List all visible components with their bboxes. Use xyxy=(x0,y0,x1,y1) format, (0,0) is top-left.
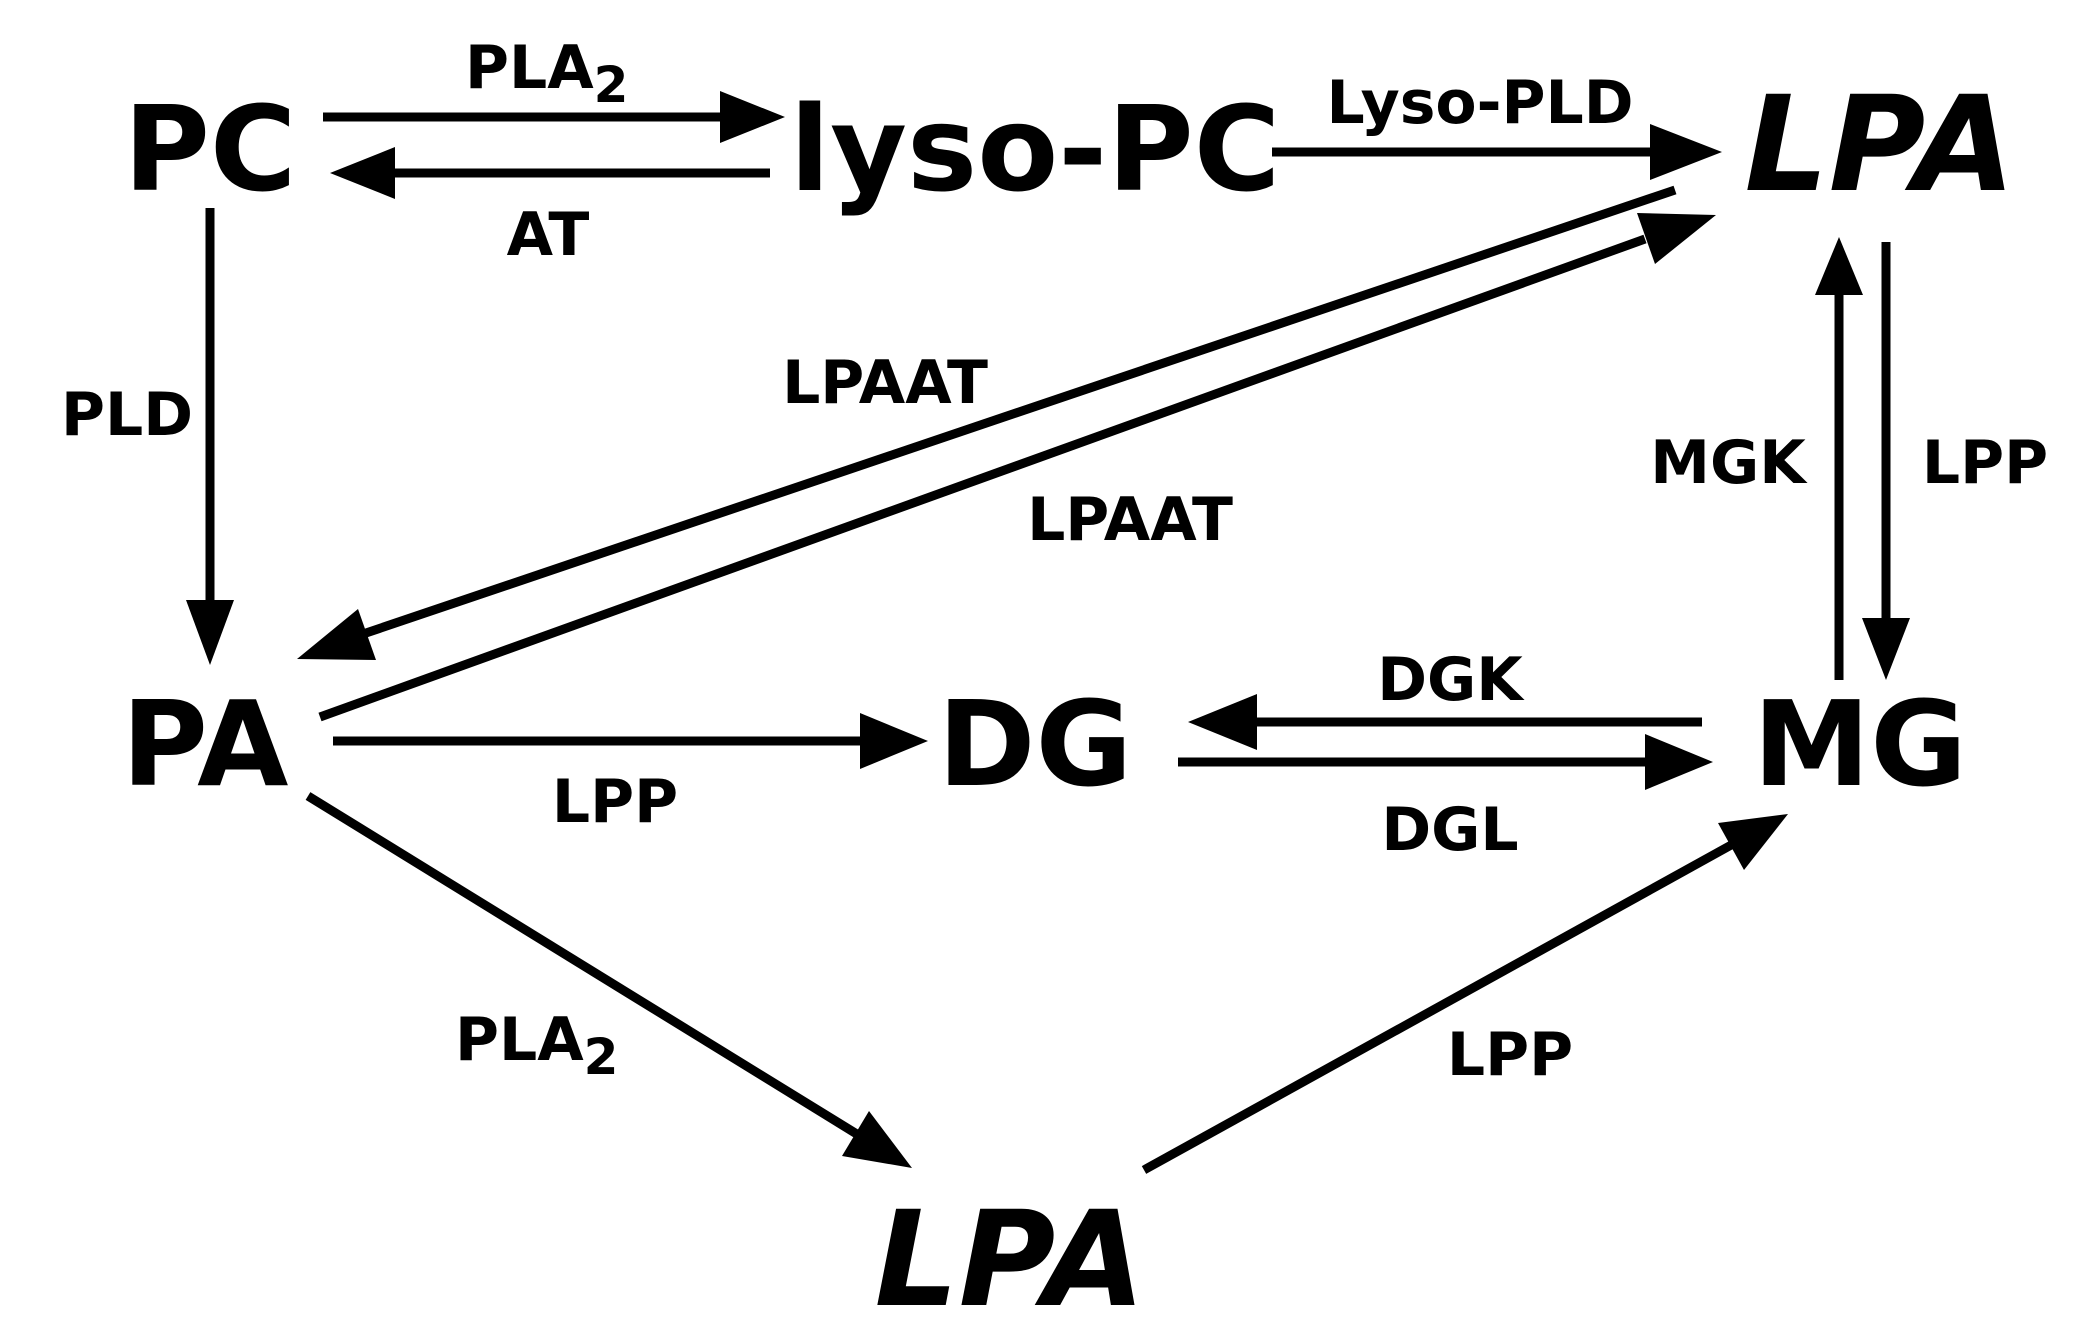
arrow-pa-to-dg xyxy=(333,713,928,769)
enzyme-lpp-middle: LPP xyxy=(552,767,678,837)
enzyme-dgk: DGK xyxy=(1377,645,1525,715)
enzyme-at: AT xyxy=(507,200,590,270)
enzyme-mgk: MGK xyxy=(1650,428,1808,498)
node-mg: MG xyxy=(1753,675,1967,813)
arrow-lyso-pc-to-lpa xyxy=(1272,124,1722,180)
node-dg: DG xyxy=(938,675,1133,813)
enzyme-lyso-pld: Lyso-PLD xyxy=(1326,68,1633,138)
arrow-lpa-bottom-to-mg xyxy=(1141,814,1788,1174)
arrow-pa-to-lpa-top xyxy=(318,213,1716,722)
enzyme-lpaat-upper: LPAAT xyxy=(782,348,988,418)
arrow-mg-to-lpa-top xyxy=(1815,237,1863,680)
enzyme-pla2-top-main: PLA xyxy=(465,33,594,103)
arrow-lpa-top-to-pa xyxy=(297,185,1677,660)
enzyme-lpp-right: LPP xyxy=(1922,428,2048,498)
enzyme-pla2-bottom-sub: 2 xyxy=(584,1028,619,1086)
enzyme-dgl: DGL xyxy=(1381,795,1518,865)
enzyme-pla2-bottom-main: PLA xyxy=(455,1005,584,1075)
node-lpa-top: LPA xyxy=(1745,68,2016,222)
arrow-lpa-top-to-mg xyxy=(1862,242,1910,680)
enzyme-pla2-top-sub: 2 xyxy=(594,56,629,114)
arrow-pc-to-pa xyxy=(186,208,234,665)
arrow-lyso-pc-to-pc xyxy=(330,147,770,199)
node-pa: PA xyxy=(122,675,289,813)
node-pc: PC xyxy=(123,80,296,218)
arrow-pc-to-lyso-pc xyxy=(323,91,785,143)
arrow-pa-to-lpa-bottom xyxy=(305,792,912,1168)
enzyme-pld: PLD xyxy=(61,380,193,450)
enzyme-lpaat-lower: LPAAT xyxy=(1027,485,1233,555)
enzyme-lpp-bottom: LPP xyxy=(1447,1020,1573,1090)
enzyme-pla2-top: PLA2 xyxy=(465,33,628,114)
arrow-mg-to-dg xyxy=(1188,694,1702,750)
arrow-dg-to-mg xyxy=(1178,734,1713,790)
node-lyso-pc: lyso-PC xyxy=(790,80,1281,218)
enzyme-pla2-bottom: PLA2 xyxy=(455,1005,618,1086)
node-lpa-bottom: LPA xyxy=(875,1183,1146,1337)
